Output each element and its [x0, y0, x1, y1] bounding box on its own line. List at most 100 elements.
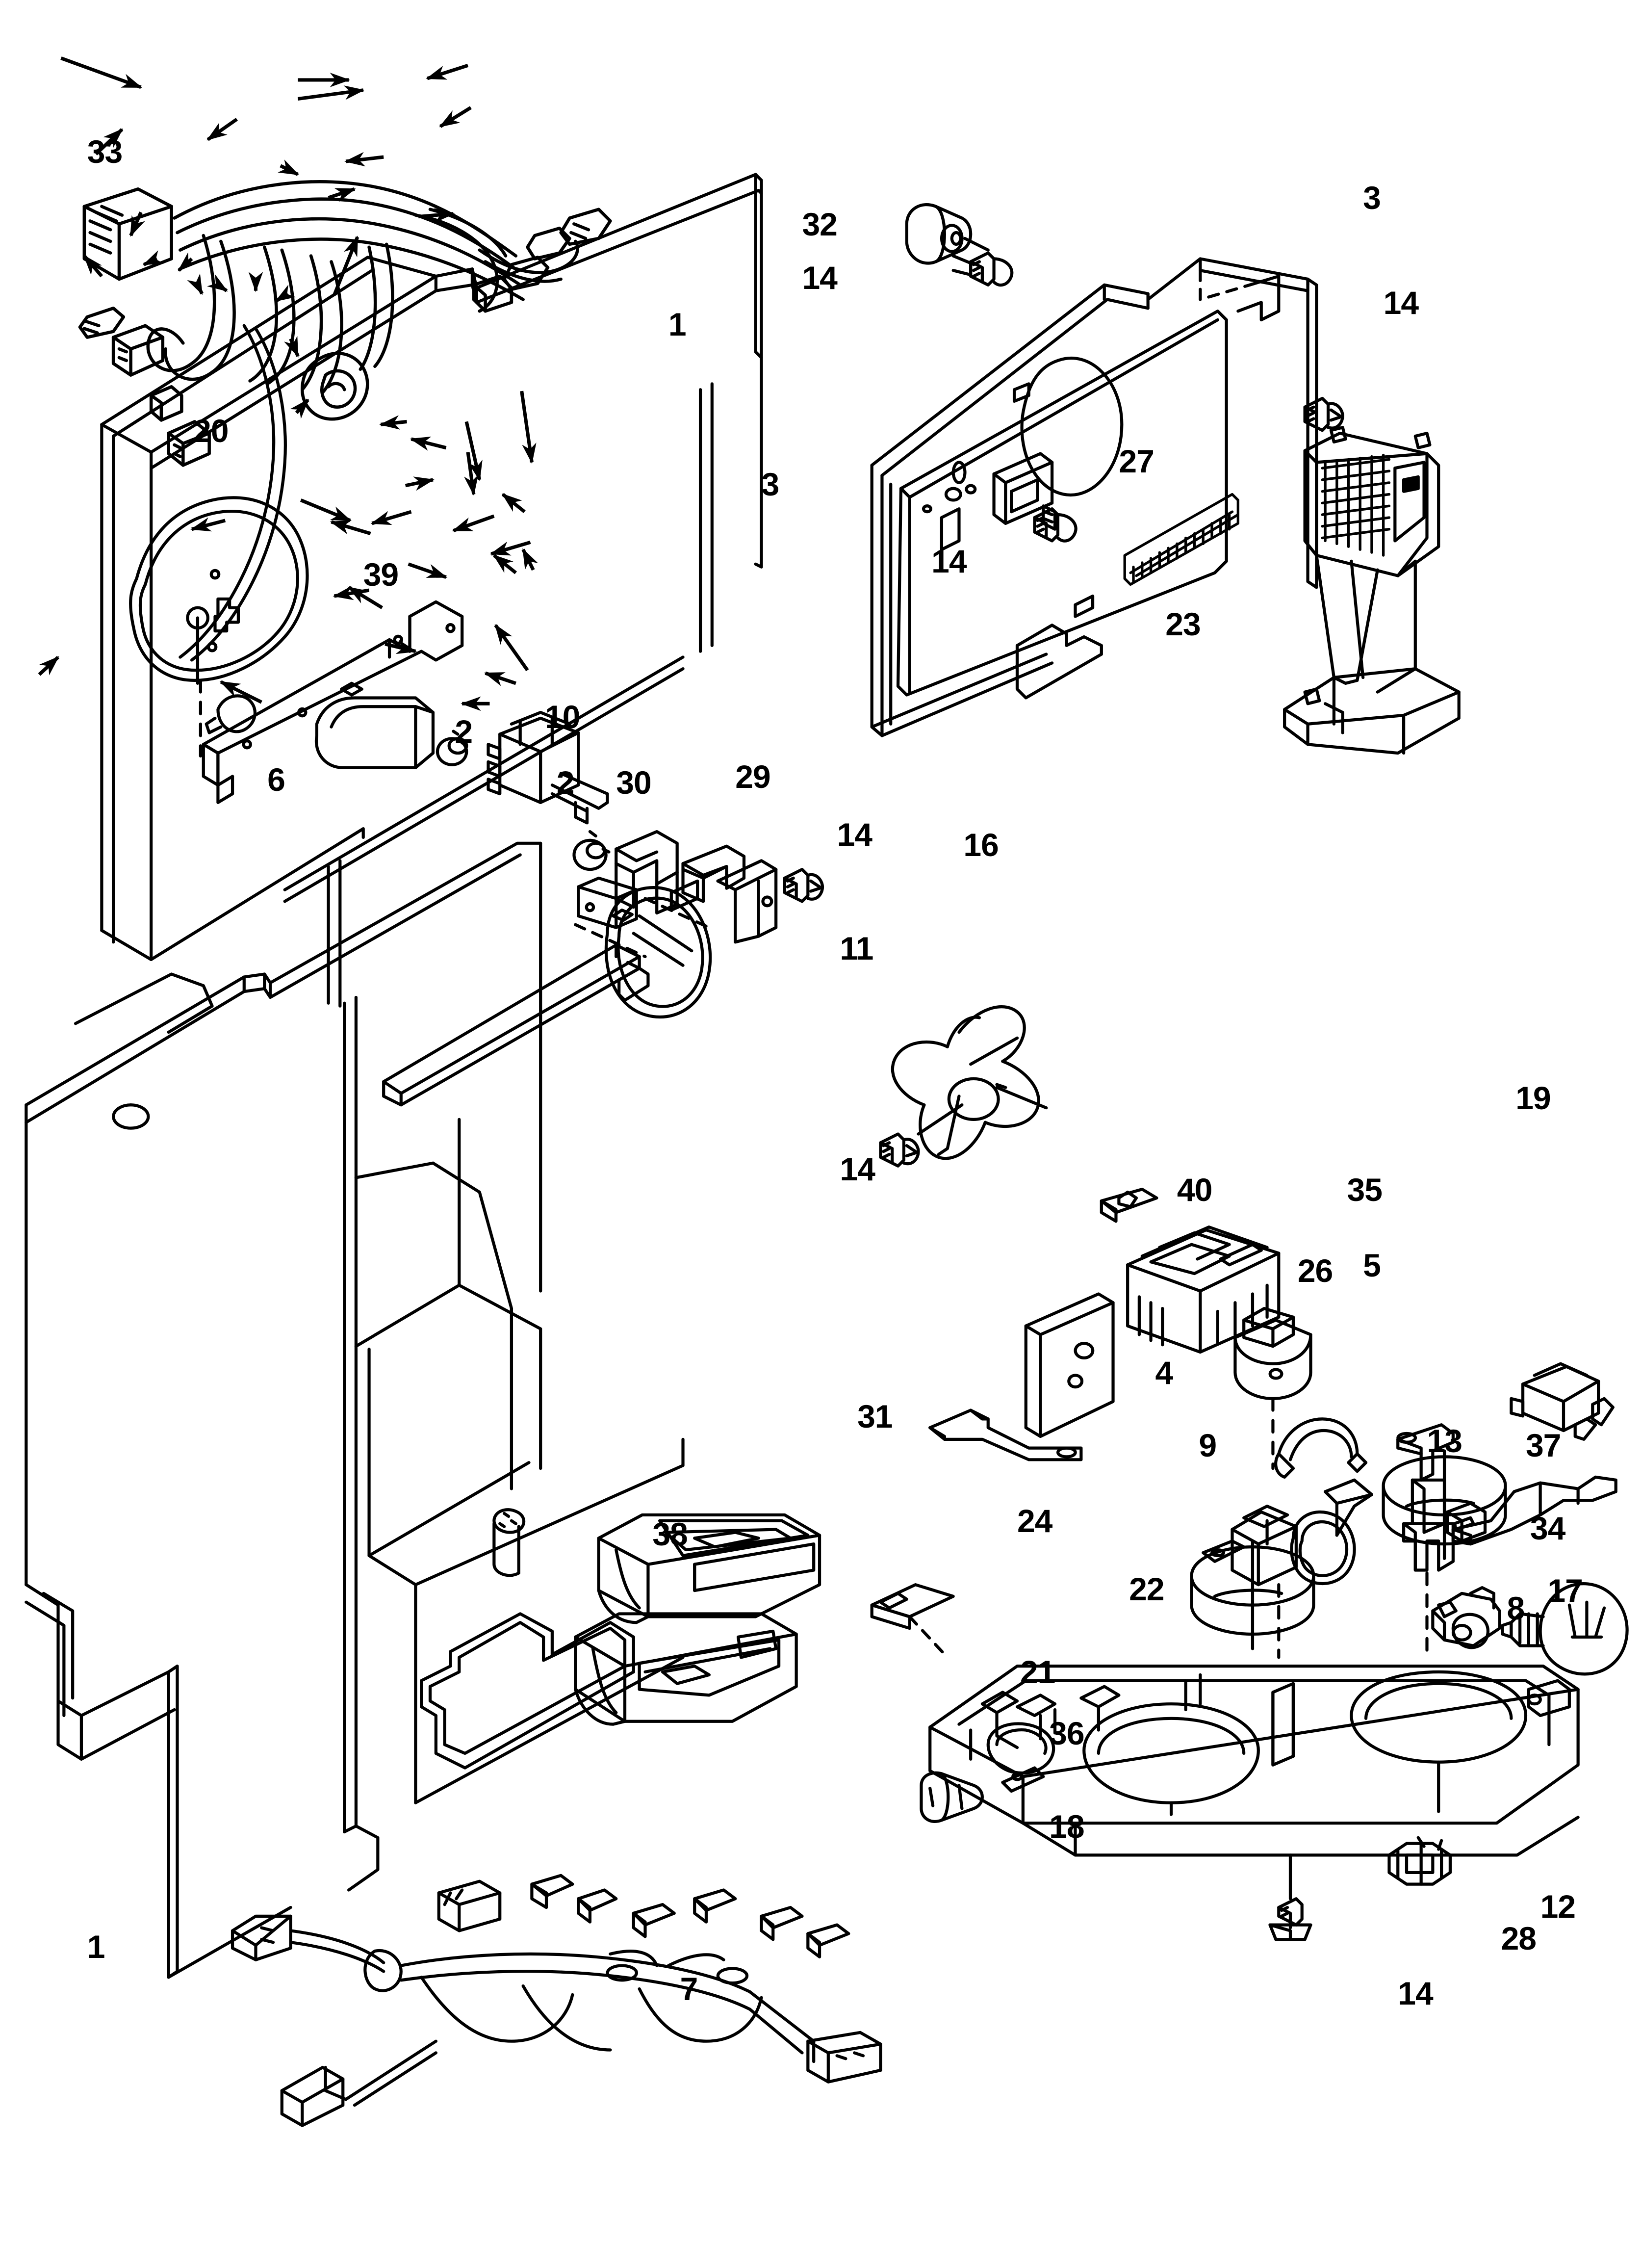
callout-number-14: 14	[931, 543, 967, 580]
callout-number-29: 29	[735, 758, 770, 795]
leader-20	[95, 128, 124, 156]
callout-number-9: 9	[1199, 1427, 1217, 1464]
part-29-fan-bracket	[574, 844, 778, 1019]
callout-number-31: 31	[857, 1398, 893, 1434]
part-1-freezer-liner	[100, 173, 763, 1008]
callout-number-24: 24	[1017, 1503, 1052, 1539]
callout-number-14: 14	[840, 1151, 875, 1188]
part-28-retainer	[1387, 1836, 1452, 1886]
callout-number-34: 34	[1530, 1510, 1565, 1546]
callout-number-26: 26	[1297, 1252, 1333, 1289]
leader-36	[347, 586, 384, 609]
callout-number-17: 17	[1547, 1572, 1583, 1609]
leader-23	[418, 208, 455, 223]
callout-number-28: 28	[1501, 1920, 1537, 1956]
part-36-cover-plate	[870, 1583, 955, 1659]
leader-6	[83, 255, 103, 278]
callout-number-20: 20	[193, 412, 229, 449]
callout-number-14: 14	[837, 816, 872, 853]
callout-number-23: 23	[1165, 605, 1201, 642]
callout-number-39: 39	[363, 556, 399, 593]
callout-number-3: 3	[1363, 180, 1381, 216]
callout-number-22: 22	[1129, 1571, 1164, 1608]
callout-number-7: 7	[680, 1971, 698, 2007]
part-11-fan-blade	[891, 1005, 1048, 1160]
callout-number-40: 40	[1177, 1171, 1212, 1208]
leader-14e	[328, 187, 356, 202]
callout-number-36: 36	[1049, 1715, 1084, 1751]
callout-number-14: 14	[1383, 284, 1419, 321]
part-16-rear-panel	[896, 310, 1239, 700]
callout-number-2: 2	[455, 713, 473, 750]
part-13-motor-bracket	[1202, 1478, 1374, 1659]
leader-16	[333, 235, 359, 296]
leader-19	[520, 391, 537, 464]
leader-38	[190, 517, 226, 532]
leader-11	[283, 336, 300, 358]
callout-number-4: 4	[1155, 1354, 1173, 1391]
part-7-wire-harness	[231, 1874, 882, 2127]
part-37-bracket-arm	[1445, 1475, 1617, 1546]
callout-number-27: 27	[1119, 443, 1154, 479]
callout-number-1: 1	[668, 306, 687, 343]
part-22-lens-ring	[1190, 1539, 1315, 1650]
callout-number-30: 30	[616, 764, 651, 801]
leader-9	[370, 510, 412, 525]
leader-8	[493, 554, 517, 574]
part-9-clip-arm	[928, 1408, 1083, 1461]
part-35-hose	[1274, 1417, 1368, 1479]
leader-14c	[297, 85, 365, 101]
leader-35	[464, 421, 483, 481]
part-3-door-frame	[870, 257, 1318, 737]
part-30-bracket	[577, 830, 679, 929]
leader-28	[484, 671, 516, 686]
callout-number-12: 12	[1540, 1888, 1576, 1925]
leader-13	[452, 514, 495, 533]
callout-number-8: 8	[1507, 1590, 1525, 1626]
callout-number-11: 11	[840, 930, 874, 966]
leader-37	[501, 493, 526, 513]
part-24-duct-cover	[597, 1513, 821, 1624]
part-34-lens-ring	[1382, 1449, 1507, 1560]
leader-7	[219, 680, 262, 704]
part-1-cabinet-liner	[25, 841, 685, 1979]
leader-1-bottom	[38, 655, 59, 676]
leader-33	[60, 56, 143, 89]
leader-1-top	[206, 118, 238, 141]
callout-number-1: 1	[87, 1929, 105, 1965]
callout-number-21: 21	[1020, 1654, 1055, 1691]
leader-4	[405, 476, 435, 491]
part-26-control-module	[1126, 1225, 1281, 1354]
leader-18	[385, 640, 417, 654]
leader-39	[129, 211, 145, 237]
callout-number-2: 2	[556, 764, 575, 801]
callout-number-37: 37	[1525, 1427, 1561, 1464]
leader-34	[489, 540, 531, 556]
callout-number-5: 5	[1363, 1247, 1381, 1283]
callout-number-3: 3	[761, 466, 780, 503]
part-14-screws	[783, 251, 1344, 1941]
leader-31	[300, 498, 352, 522]
part-19-connector	[1510, 1362, 1615, 1441]
callout-number-18: 18	[1049, 1808, 1084, 1845]
leader-27	[344, 152, 384, 167]
callout-number-13: 13	[1427, 1423, 1462, 1460]
leader-5	[463, 452, 479, 496]
part-12-light-housing	[928, 1665, 1580, 1857]
part-31-mounting-plate	[1024, 1292, 1115, 1438]
leader-14b	[290, 398, 309, 419]
part-10-thermostat-control	[314, 696, 611, 871]
leader-26	[410, 436, 447, 451]
leader-14d	[439, 106, 472, 128]
leader-30	[206, 274, 228, 292]
part-8-lamp-socket	[1431, 1586, 1501, 1649]
leader-3a	[426, 63, 469, 80]
leader-10	[178, 252, 198, 272]
leader-22	[408, 562, 448, 579]
leader-24	[330, 520, 371, 536]
callout-number-14: 14	[802, 260, 837, 296]
leader-40	[379, 415, 407, 430]
callout-number-19: 19	[1515, 1079, 1551, 1116]
